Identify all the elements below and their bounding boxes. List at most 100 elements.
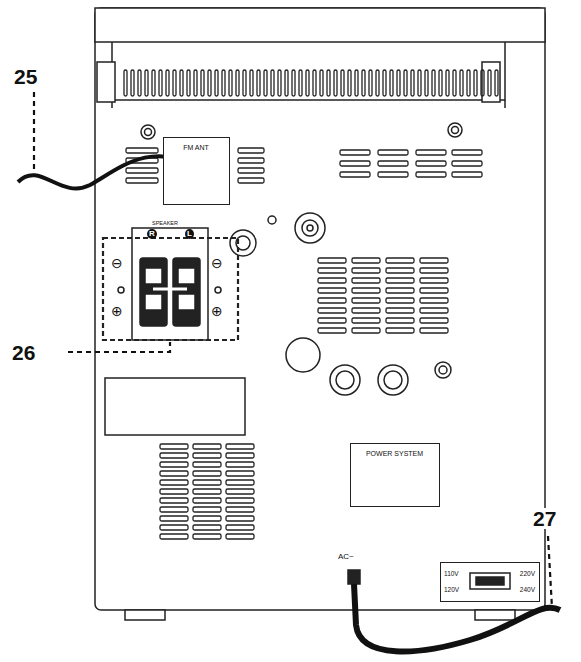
- vent-slot: [386, 318, 414, 323]
- panel-box: FM ANT: [163, 137, 230, 205]
- vent-slot: [416, 172, 446, 177]
- vent-slot: [238, 158, 264, 163]
- vent-slot: [193, 453, 221, 458]
- vent-slot: [318, 318, 346, 323]
- vent-slot: [386, 258, 414, 263]
- vent-slot: [420, 288, 448, 293]
- vent-slot: [420, 328, 448, 333]
- vent-slot: [352, 288, 380, 293]
- polarity-mark: ⊖: [211, 256, 223, 270]
- vent-slot: [226, 498, 254, 503]
- vent-slot: [446, 70, 449, 96]
- vent-slot: [495, 70, 498, 96]
- vent-slot: [160, 534, 188, 539]
- vent-slot: [474, 70, 477, 96]
- vent-slot: [285, 70, 288, 96]
- vent-slot: [208, 70, 211, 96]
- vent-slot: [340, 150, 370, 155]
- vent-slot: [452, 172, 482, 177]
- vent-slot: [131, 70, 134, 96]
- vent-slot: [299, 70, 302, 96]
- vent-slot: [386, 288, 414, 293]
- vent-slot: [352, 258, 380, 263]
- screws-and-jacks: [105, 123, 462, 435]
- vent-slot: [226, 471, 254, 476]
- vent-slot: [340, 172, 370, 177]
- vent-slot: [318, 328, 346, 333]
- vent-slot: [352, 318, 380, 323]
- vent-slot: [352, 308, 380, 313]
- vent-slot: [160, 471, 188, 476]
- panel-box: 110V120V220V240V: [440, 562, 540, 602]
- vent-slot: [160, 525, 188, 530]
- vent-slot: [355, 70, 358, 96]
- vent-slot: [145, 70, 148, 96]
- vent-slot: [257, 70, 260, 96]
- vent-slot: [318, 308, 346, 313]
- vent-slot: [193, 507, 221, 512]
- vent-slot: [226, 480, 254, 485]
- vent-slot: [352, 298, 380, 303]
- channel-mark: L: [185, 229, 194, 239]
- vent-slot: [420, 268, 448, 273]
- vent-slot: [264, 70, 267, 96]
- vent-slot: [193, 480, 221, 485]
- vent-slot: [369, 70, 372, 96]
- power-input-label: AC~: [338, 553, 354, 561]
- vent-slot: [226, 489, 254, 494]
- channel-mark: R: [147, 229, 157, 239]
- vent-slot: [193, 444, 221, 449]
- polarity-mark: ⊖: [111, 256, 123, 270]
- housing: [95, 8, 545, 620]
- vent-slot: [420, 258, 448, 263]
- vent-slot: [226, 525, 254, 530]
- panel-label: 120V: [444, 587, 459, 594]
- vent-slot: [416, 161, 446, 166]
- vent-slot: [229, 70, 232, 96]
- vent-slot: [425, 70, 428, 96]
- vent-slot: [383, 70, 386, 96]
- panel-label: 110V: [444, 571, 459, 578]
- vent-slot: [124, 70, 127, 96]
- vent-slot: [313, 70, 316, 96]
- vent-slot: [420, 318, 448, 323]
- vent-slot: [376, 70, 379, 96]
- vent-slot: [341, 70, 344, 96]
- vent-slot: [222, 70, 225, 96]
- vent-slot: [250, 70, 253, 96]
- vent-slot: [193, 525, 221, 530]
- vent-slot: [452, 150, 482, 155]
- panel-label: 240V: [520, 587, 535, 594]
- vent-slot: [187, 70, 190, 96]
- vent-slot: [226, 444, 254, 449]
- vent-slot: [292, 70, 295, 96]
- vent-slot: [193, 462, 221, 467]
- vent-slot: [193, 516, 221, 521]
- vent-slot: [320, 70, 323, 96]
- panel-label: FM ANT: [183, 144, 209, 151]
- vent-slot: [318, 288, 346, 293]
- vent-slot: [226, 507, 254, 512]
- vent-slot: [416, 150, 446, 155]
- vent-slot: [386, 298, 414, 303]
- vent-slot: [201, 70, 204, 96]
- vent-slot: [226, 516, 254, 521]
- vent-slot: [193, 489, 221, 494]
- vent-slot: [318, 258, 346, 263]
- cables: [18, 156, 560, 651]
- vent-slot: [378, 161, 408, 166]
- vent-slot: [386, 308, 414, 313]
- vent-slot: [138, 70, 141, 96]
- vent-slot: [126, 168, 158, 173]
- vent-slot: [160, 462, 188, 467]
- vent-slot: [160, 453, 188, 458]
- vent-slot: [160, 444, 188, 449]
- vent-slot: [193, 498, 221, 503]
- vent-slot: [411, 70, 414, 96]
- vent-slot: [238, 168, 264, 173]
- vent-slot: [460, 70, 463, 96]
- vent-slot: [352, 278, 380, 283]
- vent-slot: [160, 498, 188, 503]
- vent-slot: [194, 70, 197, 96]
- vent-slot: [378, 150, 408, 155]
